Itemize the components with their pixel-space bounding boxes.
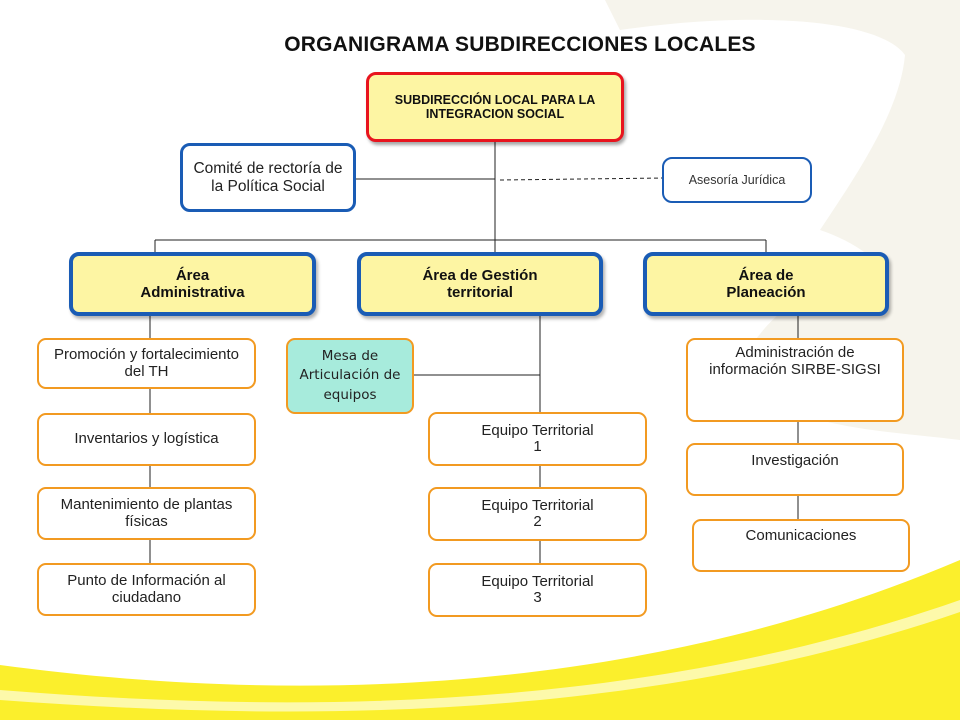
area-planeacion-label: Área de Planeación bbox=[726, 266, 806, 301]
unit-punto-informacion-box: Punto de Información al ciudadano bbox=[37, 563, 256, 616]
connector-asesoria bbox=[499, 177, 665, 181]
unit-equipo-territorial-1-box: Equipo Territorial 1 bbox=[428, 412, 647, 466]
area-planeacion-box: Área de Planeación bbox=[643, 252, 889, 316]
bottom-white-band bbox=[0, 600, 960, 712]
bottom-yellow-swoosh bbox=[0, 560, 960, 720]
unit-inventarios-box: Inventarios y logística bbox=[37, 413, 256, 466]
unit-promocion-box: Promoción y fortalecimiento del TH bbox=[37, 338, 256, 389]
unit-punto-informacion-label: Punto de Información al ciudadano bbox=[67, 572, 226, 606]
comite-box: Comité de rectoría de la Política Social bbox=[180, 143, 356, 212]
unit-equipo-territorial-2-label: Equipo Territorial 2 bbox=[481, 496, 594, 530]
unit-mantenimiento-label: Mantenimiento de plantas físicas bbox=[60, 496, 233, 530]
area-gestion-label: Área de Gestión territorial bbox=[422, 266, 538, 301]
unit-promocion-label: Promoción y fortalecimiento del TH bbox=[53, 346, 240, 380]
mesa-articulacion-box: Mesa de Articulación de equipos bbox=[286, 338, 414, 414]
unit-equipo-territorial-2-box: Equipo Territorial 2 bbox=[428, 487, 647, 541]
unit-investigacion-box: Investigación bbox=[686, 443, 904, 496]
unit-administracion-informacion-box: Administración de información SIRBE-SIGS… bbox=[686, 338, 904, 422]
comite-label: Comité de rectoría de la Política Social bbox=[193, 159, 343, 195]
unit-equipo-territorial-3-label: Equipo Territorial 3 bbox=[481, 572, 594, 606]
unit-investigacion-label: Investigación bbox=[751, 452, 839, 469]
unit-comunicaciones-box: Comunicaciones bbox=[692, 519, 910, 572]
area-gestion-box: Área de Gestión territorial bbox=[357, 252, 603, 316]
unit-equipo-territorial-1-label: Equipo Territorial 1 bbox=[481, 421, 594, 455]
unit-inventarios-label: Inventarios y logística bbox=[74, 430, 219, 448]
unit-mantenimiento-box: Mantenimiento de plantas físicas bbox=[37, 487, 256, 540]
unit-equipo-territorial-3-box: Equipo Territorial 3 bbox=[428, 563, 647, 617]
area-administrativa-label: Área Administrativa bbox=[140, 266, 245, 301]
area-administrativa-box: Área Administrativa bbox=[69, 252, 316, 316]
asesoria-box: Asesoría Jurídica bbox=[662, 157, 812, 203]
mesa-articulacion-label: Mesa de Articulación de equipos bbox=[299, 347, 401, 403]
unit-comunicaciones-label: Comunicaciones bbox=[745, 527, 857, 544]
unit-administracion-informacion-label: Administración de información SIRBE-SIGS… bbox=[709, 344, 881, 378]
page-title: ORGANIGRAMA SUBDIRECCIONES LOCALES bbox=[284, 33, 756, 56]
subdireccion-box: SUBDIRECCIÓN LOCAL PARA LA INTEGRACION S… bbox=[366, 72, 624, 142]
asesoria-label: Asesoría Jurídica bbox=[688, 172, 786, 187]
subdireccion-label: SUBDIRECCIÓN LOCAL PARA LA INTEGRACION S… bbox=[394, 92, 596, 121]
